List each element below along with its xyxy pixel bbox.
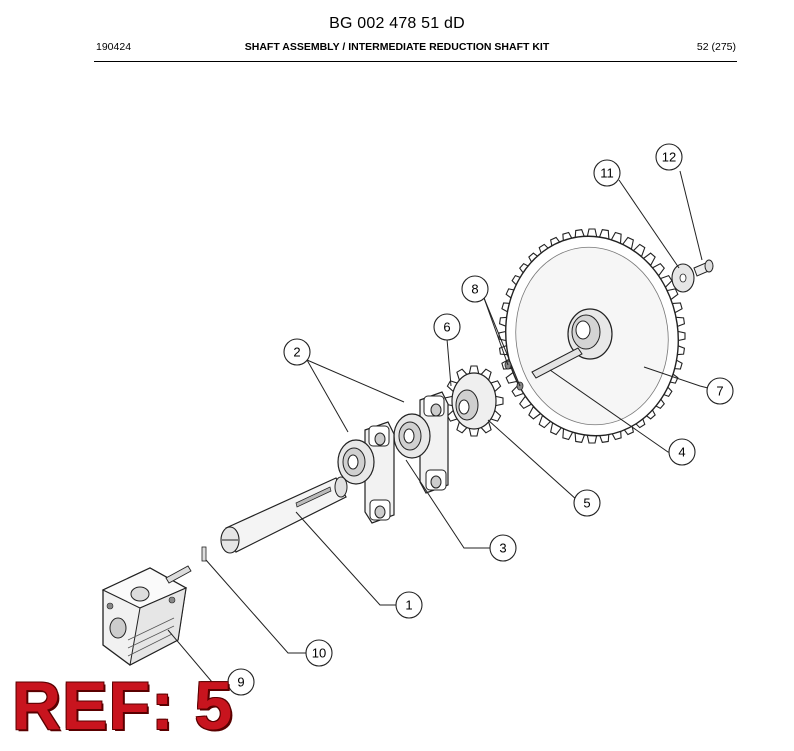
callout-9-circle: [227, 668, 255, 696]
callout-6: 6: [433, 313, 461, 341]
section-title: SHAFT ASSEMBLY / INTERMEDIATE REDUCTION …: [244, 41, 550, 53]
callout-6-label: 6: [443, 320, 450, 335]
callout-12-label: 12: [662, 150, 676, 165]
reference-stamp: REF: 5: [12, 668, 234, 744]
callout-10: 10: [305, 639, 333, 667]
callout-4-label: 4: [678, 445, 685, 460]
callout-1-circle: [395, 591, 423, 619]
callout-2-circle: [283, 338, 311, 366]
gearbox: [101, 565, 192, 666]
callout-11-label: 11: [600, 166, 614, 181]
large-sprocket: [498, 228, 686, 444]
callout-3-circle: [489, 534, 517, 562]
callout-4: 4: [668, 438, 696, 466]
small-sprocket: [444, 365, 504, 437]
callout-5: 5: [573, 489, 601, 517]
callout-12: 12: [655, 143, 683, 171]
callout-11: 11: [593, 159, 621, 187]
callout-7: 7: [706, 377, 734, 405]
page-number: 52 (275): [696, 41, 736, 53]
shaft: [220, 476, 348, 554]
callout-3: 3: [489, 534, 517, 562]
callout-1: 1: [395, 591, 423, 619]
callout-7-label: 7: [716, 384, 723, 399]
callout-8-label: 8: [471, 282, 478, 297]
header-rule: [94, 61, 737, 62]
callout-11-circle: [593, 159, 621, 187]
bearing-unit-front: [337, 421, 395, 524]
callout-9-label: 9: [237, 675, 244, 690]
callout-10-label: 10: [312, 646, 326, 661]
callout-5-circle: [573, 489, 601, 517]
spring-pin: [201, 546, 207, 562]
callout-6-circle: [433, 313, 461, 341]
washer: [671, 263, 695, 293]
callout-8-circle: [461, 275, 489, 303]
shaft-key: [531, 347, 583, 379]
bearing-unit-rear: [393, 391, 449, 494]
callout-7-circle: [706, 377, 734, 405]
callout-2-label: 2: [293, 345, 300, 360]
callout-5-label: 5: [583, 496, 590, 511]
callout-1-label: 1: [405, 598, 412, 613]
callout-9: 9: [227, 668, 255, 696]
date-code: 190424: [96, 41, 132, 53]
callout-10-circle: [305, 639, 333, 667]
callout-12-circle: [655, 143, 683, 171]
bolt: [693, 259, 714, 277]
callout-4-circle: [668, 438, 696, 466]
document-number: BG 002 478 51 dD: [329, 15, 465, 32]
callout-3-label: 3: [499, 541, 506, 556]
callout-8: 8: [461, 275, 489, 303]
callout-2: 2: [283, 338, 311, 366]
